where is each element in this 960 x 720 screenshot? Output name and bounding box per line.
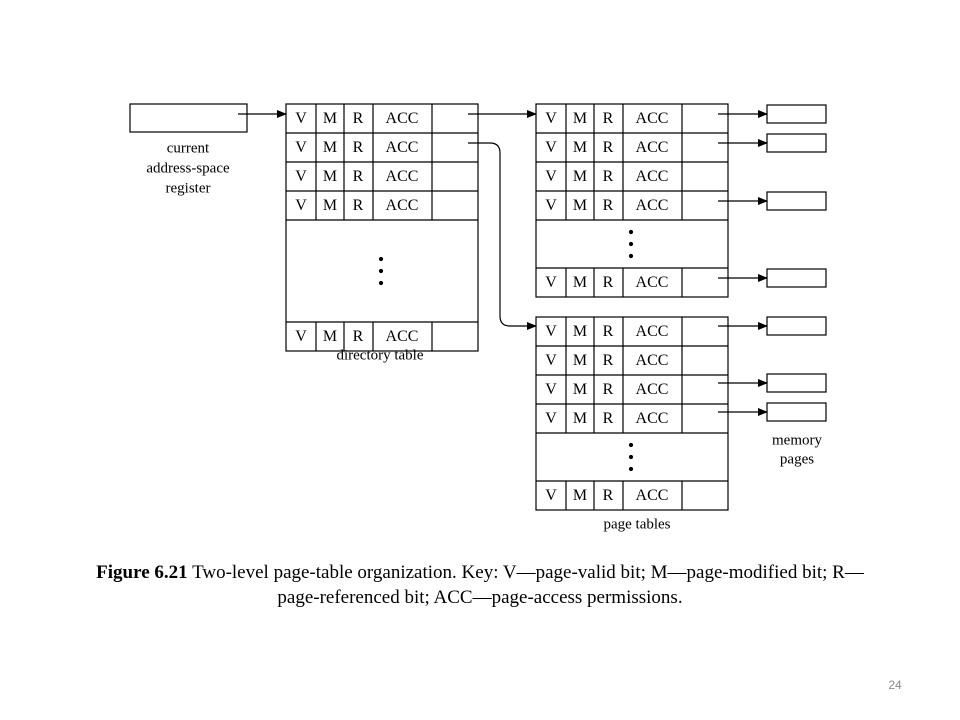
field-m-label: M xyxy=(573,352,587,369)
figure-number: Figure 6.21 xyxy=(96,562,188,583)
field-v-label: V xyxy=(545,323,557,340)
field-acc-label: ACC xyxy=(636,381,669,398)
field-v-label: V xyxy=(545,197,557,214)
field-m-label: M xyxy=(573,410,587,427)
page-table-2-ellipsis xyxy=(628,442,634,472)
field-v-label: V xyxy=(545,352,557,369)
directory-to-page-table-2-arrow xyxy=(468,142,537,330)
field-r-label: R xyxy=(353,168,364,185)
field-m-label: M xyxy=(573,274,587,291)
field-acc-label: ACC xyxy=(386,139,419,156)
register-label: register xyxy=(166,180,211,196)
field-r-label: R xyxy=(353,197,364,214)
field-r-label: R xyxy=(353,110,364,127)
ellipsis-dot xyxy=(628,442,634,448)
field-v-label: V xyxy=(295,328,307,345)
field-acc-label: ACC xyxy=(636,410,669,427)
field-v-label: V xyxy=(295,168,307,185)
page-table-1-ellipsis xyxy=(628,229,634,259)
ellipsis-dot xyxy=(628,229,634,235)
ellipsis-dot xyxy=(378,268,384,274)
field-r-label: R xyxy=(353,328,364,345)
field-acc-label: ACC xyxy=(636,110,669,127)
field-r-label: R xyxy=(603,197,614,214)
field-acc-label: ACC xyxy=(636,139,669,156)
memory-pages-label: pages xyxy=(780,451,814,467)
field-r-label: R xyxy=(603,168,614,185)
ellipsis-dot xyxy=(378,256,384,262)
field-m-label: M xyxy=(323,139,337,156)
field-m-label: M xyxy=(323,168,337,185)
field-m-label: M xyxy=(573,168,587,185)
caption-line-1: Two-level page-table organization. Key: … xyxy=(187,562,864,583)
field-v-label: V xyxy=(545,168,557,185)
field-m-label: M xyxy=(323,197,337,214)
field-v-label: V xyxy=(545,110,557,127)
field-v-label: V xyxy=(545,139,557,156)
ellipsis-dot xyxy=(628,241,634,247)
field-v-label: V xyxy=(545,274,557,291)
field-r-label: R xyxy=(603,352,614,369)
field-m-label: M xyxy=(323,110,337,127)
page-number: 24 xyxy=(888,678,902,692)
field-r-label: R xyxy=(603,274,614,291)
page-table-2 xyxy=(535,316,729,511)
figure-caption-line-2: page-referenced bit; ACC—page-access per… xyxy=(277,587,683,608)
memory-page xyxy=(766,133,827,153)
ellipsis-dot xyxy=(378,280,384,286)
memory-page xyxy=(766,104,827,124)
memory-page xyxy=(766,191,827,211)
field-acc-label: ACC xyxy=(636,274,669,291)
ellipsis-dot xyxy=(628,454,634,460)
field-acc-label: ACC xyxy=(636,323,669,340)
field-acc-label: ACC xyxy=(636,487,669,504)
ellipsis-dot xyxy=(628,466,634,472)
field-acc-label: ACC xyxy=(386,328,419,345)
field-m-label: M xyxy=(573,139,587,156)
ellipsis-dot xyxy=(628,253,634,259)
memory-page xyxy=(766,316,827,336)
field-r-label: R xyxy=(353,139,364,156)
field-m-label: M xyxy=(573,197,587,214)
field-acc-label: ACC xyxy=(386,168,419,185)
field-acc-label: ACC xyxy=(636,197,669,214)
field-r-label: R xyxy=(603,110,614,127)
field-r-label: R xyxy=(603,381,614,398)
directory-table-ellipsis xyxy=(378,256,384,286)
field-r-label: R xyxy=(603,323,614,340)
register-label: address-space xyxy=(146,160,230,176)
field-v-label: V xyxy=(295,197,307,214)
directory-table-label: directory table xyxy=(336,347,423,363)
field-v-label: V xyxy=(545,487,557,504)
field-m-label: M xyxy=(573,110,587,127)
memory-pages-label: memory xyxy=(772,432,822,448)
address-space-register xyxy=(129,103,248,133)
directory-table xyxy=(285,103,479,352)
field-acc-label: ACC xyxy=(636,168,669,185)
diagram-lines xyxy=(129,103,827,511)
field-v-label: V xyxy=(295,110,307,127)
field-v-label: V xyxy=(545,381,557,398)
field-r-label: R xyxy=(603,487,614,504)
memory-page xyxy=(766,402,827,422)
field-acc-label: ACC xyxy=(386,197,419,214)
field-m-label: M xyxy=(573,487,587,504)
field-v-label: V xyxy=(295,139,307,156)
field-v-label: V xyxy=(545,410,557,427)
field-acc-label: ACC xyxy=(636,352,669,369)
field-m-label: M xyxy=(323,328,337,345)
field-acc-label: ACC xyxy=(386,110,419,127)
page-tables-label: page tables xyxy=(603,516,670,532)
figure-caption: Figure 6.21 Two-level page-table organiz… xyxy=(0,560,960,585)
memory-page xyxy=(766,373,827,393)
register-label: current xyxy=(167,140,210,156)
field-r-label: R xyxy=(603,139,614,156)
field-m-label: M xyxy=(573,323,587,340)
field-m-label: M xyxy=(573,381,587,398)
memory-page xyxy=(766,268,827,288)
field-r-label: R xyxy=(603,410,614,427)
